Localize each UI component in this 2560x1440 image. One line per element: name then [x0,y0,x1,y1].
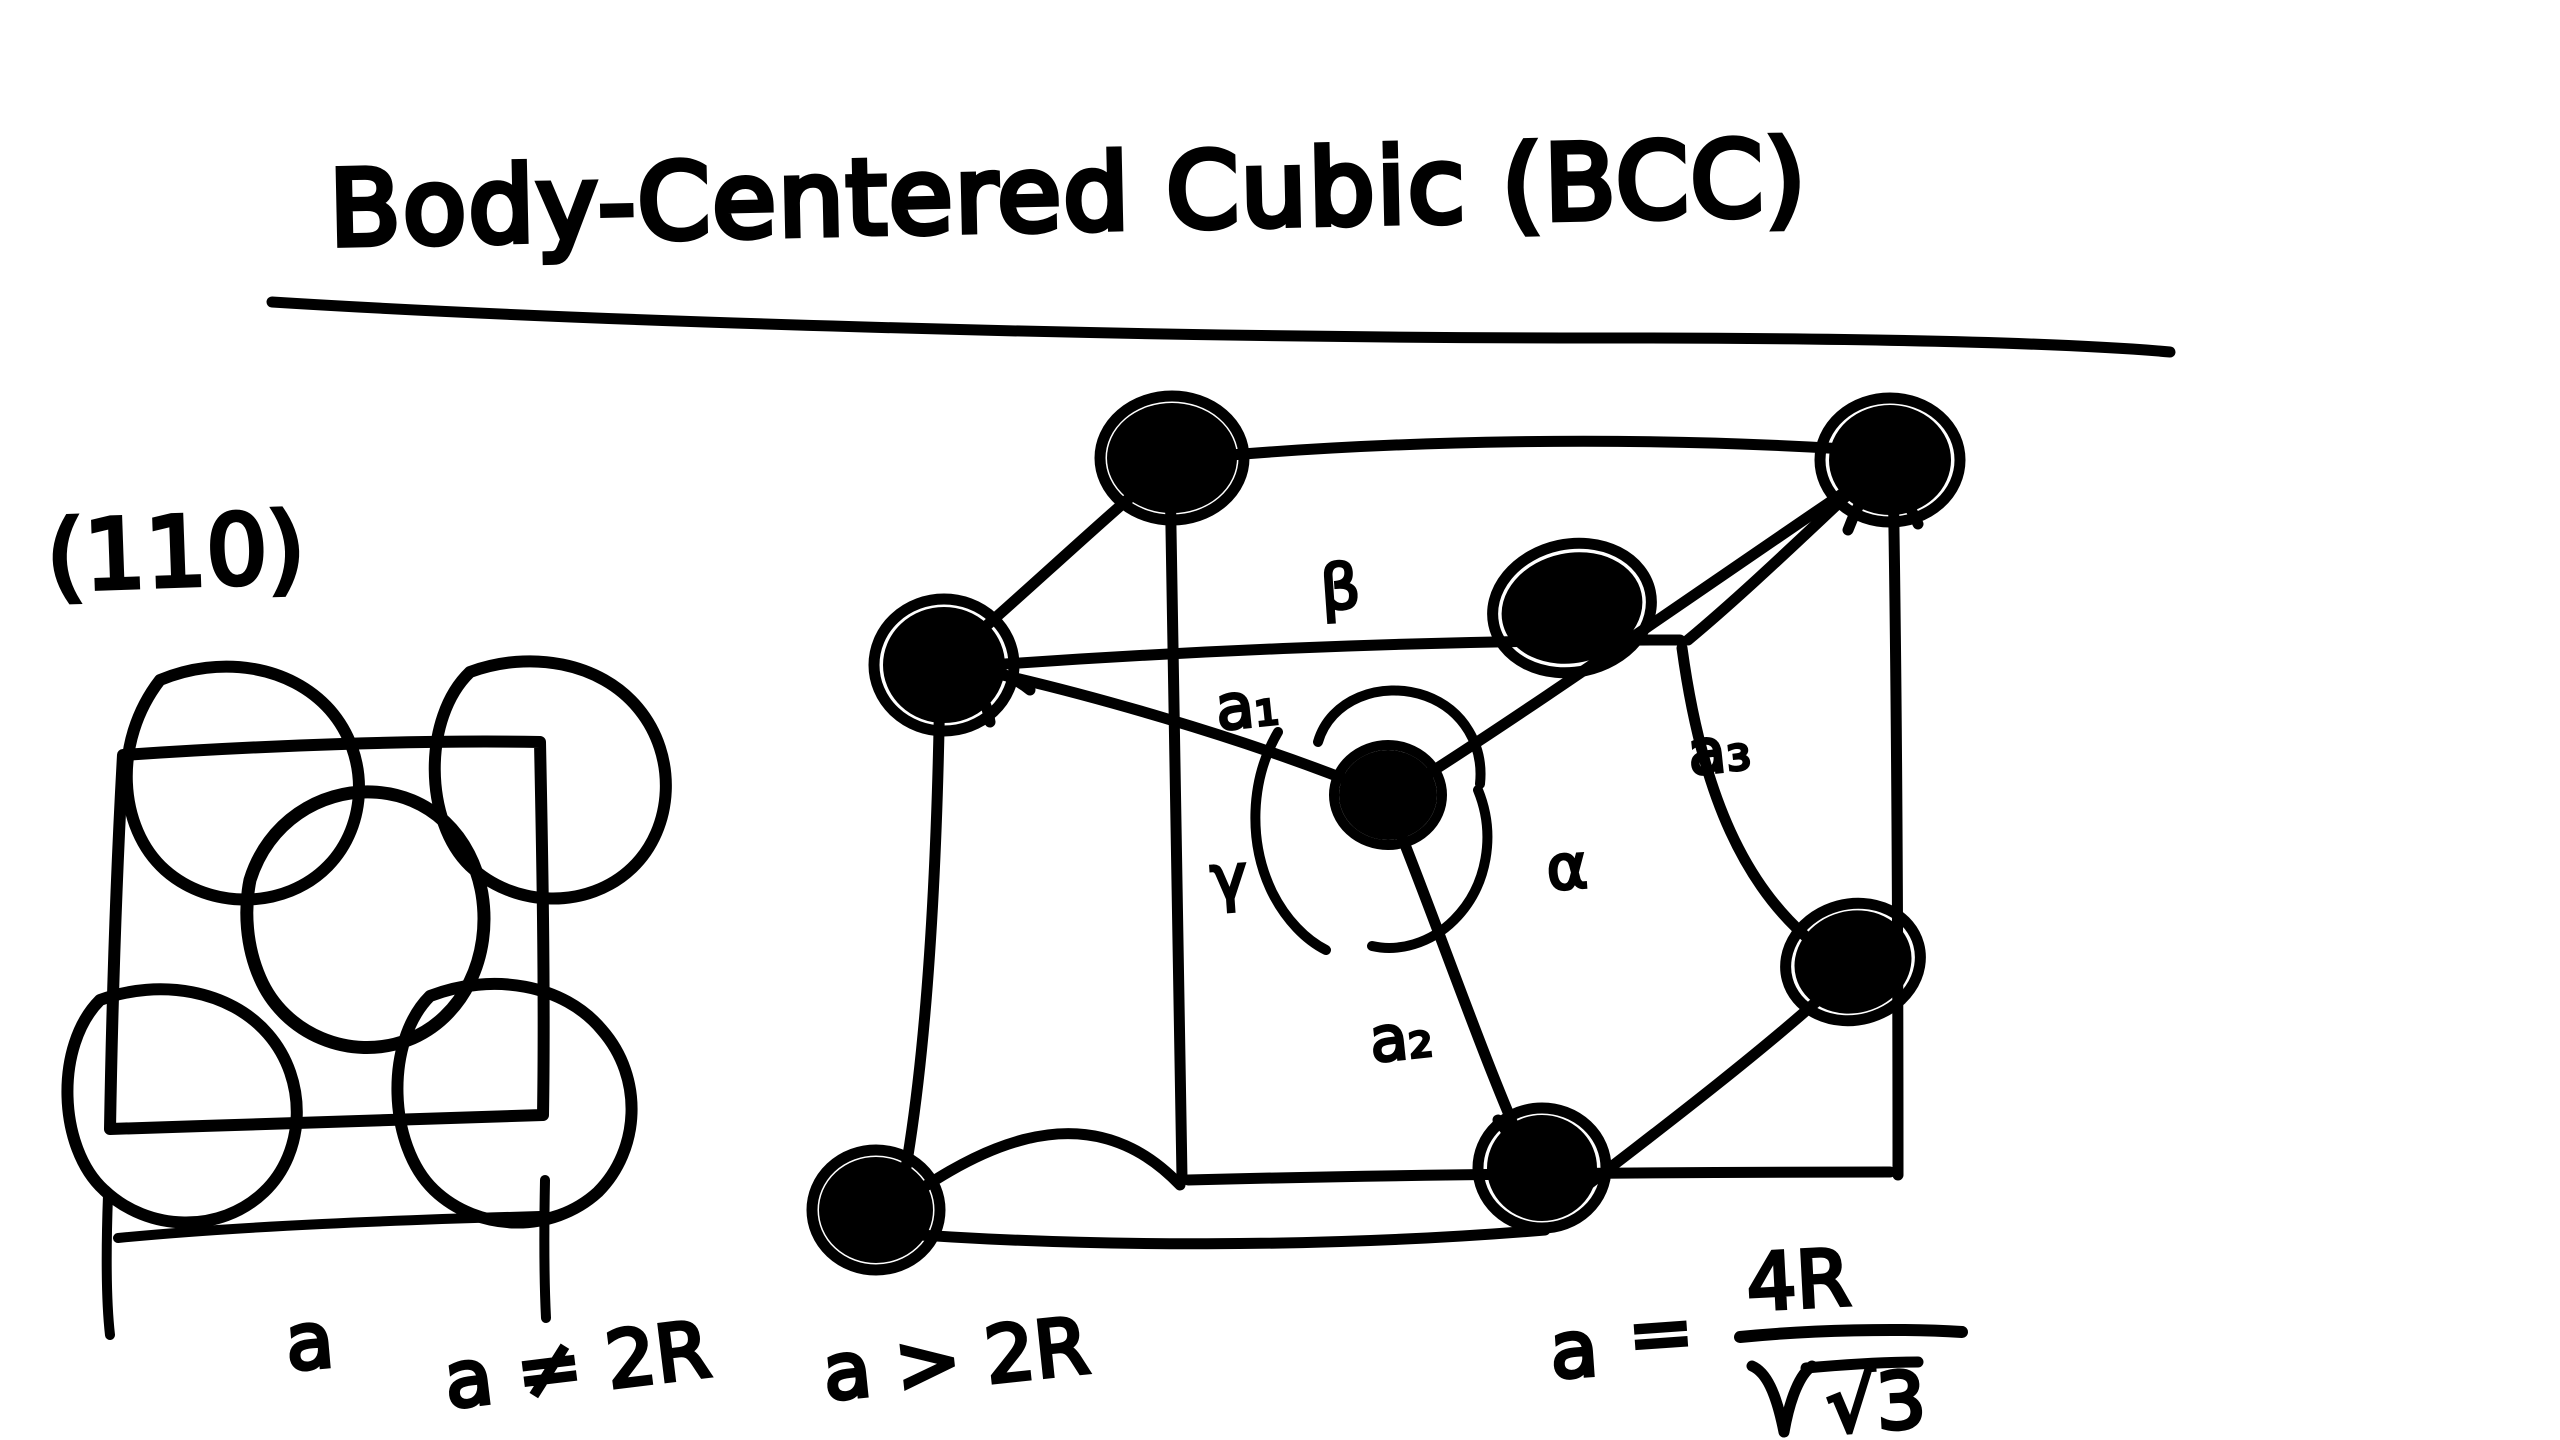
plane-atom-top-left [120,660,365,906]
angle-arc-alpha [1367,785,1493,953]
equation-numerator: 4R [1744,1234,1852,1329]
equation-equals: = [1625,1287,1696,1381]
cube-atom-front-top-right [1487,537,1657,679]
relation-greater-than: a > 2R [819,1302,1094,1419]
fraction-bar [1734,1323,1968,1343]
angle-label-alpha: α [1544,829,1590,905]
plane-atom-bottom-right [391,977,638,1229]
page-title: Body-Centered Cubic (BCC) [328,117,1809,270]
angle-arc-beta [1313,685,1486,789]
sqrt-radical [1746,1356,1924,1438]
lattice-vector-a3 [1400,462,1886,794]
equation-denominator: √3 [1824,1356,1928,1440]
cube-atom-front-bottom-center [1472,1102,1612,1234]
plane-atom-center [240,785,491,1054]
cube-atom-back-top-left [1094,390,1250,526]
cube-atom-front-bottom-right [1780,897,1926,1027]
cube-atom-back-bottom-left [806,1144,946,1276]
dimension-line-a [113,1211,545,1243]
plane-atom-top-right [428,655,672,905]
equation-lhs: a [1547,1304,1601,1397]
angle-label-gamma: γ [1208,840,1250,915]
angle-label-beta: β [1318,549,1363,625]
cube-atom-back-top-right [1814,392,1966,528]
miller-index-label: (110) [45,492,307,613]
vector-label-a3: a₃ [1684,711,1754,790]
plane-square-diagram [61,655,672,1340]
cube-edge-back-right-vertical [1887,464,1904,1181]
vector-label-a2: a₂ [1366,998,1436,1077]
title-underline [266,296,2176,358]
cube-edge-front-bottom [874,1224,1551,1250]
cube-edge-back-top [1169,435,1896,466]
plane-square-outline [104,735,550,1135]
bcc-cube-diagram [806,390,1968,1438]
cube-edge-back-left-vertical [1164,464,1188,1184]
cube-atom-front-top-left [868,593,1020,737]
cube-edge-front-left-vertical [894,664,946,1206]
cube-atom-body-center [1329,740,1447,850]
relation-not-equal: a ≠ 2R [439,1305,715,1427]
plane-atom-bottom-left [61,983,303,1229]
dimension-tick-right [539,1175,551,1323]
vector-label-a1: a₁ [1212,666,1282,745]
angle-arc-gamma [1250,727,1331,955]
dimension-tick-left [101,1190,115,1340]
lattice-parameter-label: a [282,1295,337,1389]
